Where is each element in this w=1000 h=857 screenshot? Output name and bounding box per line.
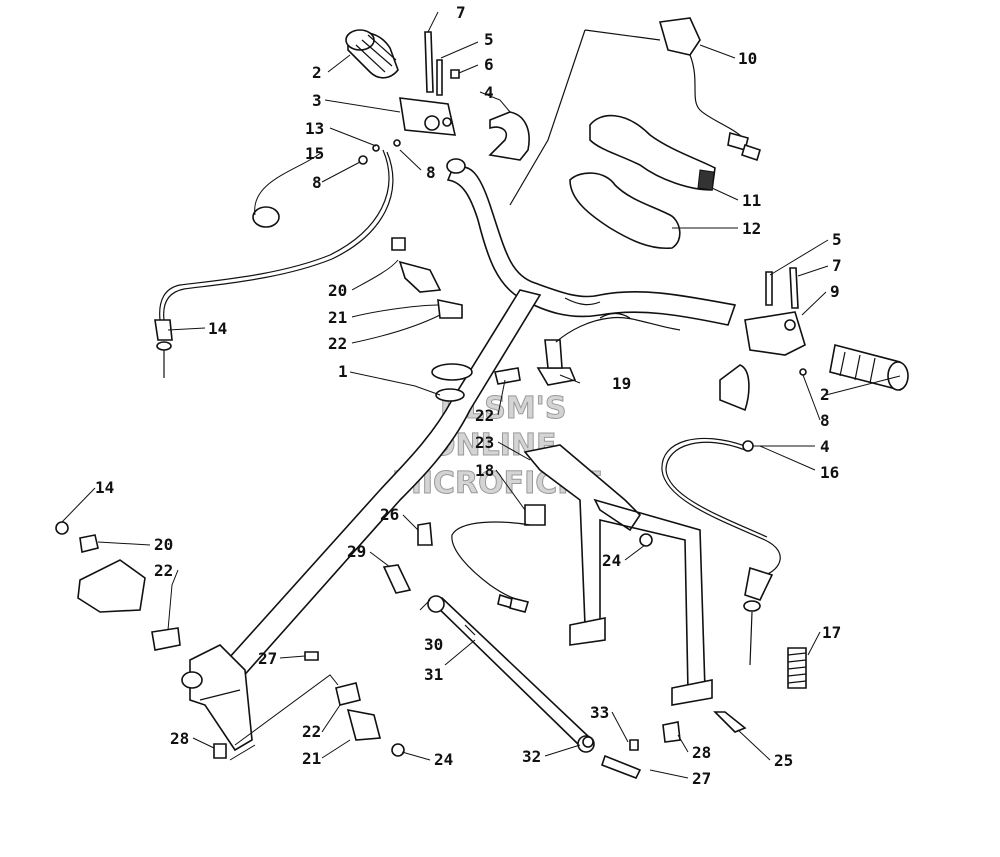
handlebar-pad-upper	[589, 114, 716, 191]
callout-13: 13	[305, 119, 324, 138]
callout-11: 11	[742, 191, 761, 210]
callout-31: 31	[424, 665, 443, 684]
leader-lines	[61, 11, 901, 779]
clamp-lower	[335, 682, 405, 757]
support-bracket	[523, 444, 713, 706]
callout-15: 15	[305, 144, 324, 163]
callout-26: 26	[380, 505, 399, 524]
callout-14: 14	[95, 478, 114, 497]
lever-guard-lower	[719, 364, 750, 412]
callout-20: 20	[328, 281, 347, 300]
callout-28: 28	[170, 729, 189, 748]
callout-30: 30	[424, 635, 443, 654]
tether-switch	[536, 312, 681, 386]
callout-22: 22	[154, 561, 173, 580]
handlebar	[446, 158, 737, 326]
steering-plate	[55, 521, 181, 651]
handlebar-pad-lower	[569, 172, 681, 250]
callout-3: 3	[312, 91, 322, 110]
callout-14: 14	[208, 319, 227, 338]
callout-4: 4	[820, 437, 830, 456]
callout-5: 5	[832, 230, 842, 249]
callout-5: 5	[484, 30, 494, 49]
throttle-housing-left	[399, 97, 457, 136]
callout-21: 21	[328, 308, 347, 327]
callout-labels: 7 5 6 2 3 4 13 15 8 8 10 11 12 20 21 22 …	[95, 3, 842, 788]
tie-rod	[427, 595, 595, 753]
callout-24: 24	[434, 750, 453, 769]
spring	[787, 647, 807, 689]
callout-19: 19	[612, 374, 631, 393]
callout-1: 1	[338, 362, 348, 381]
callout-20: 20	[154, 535, 173, 554]
wire-harness	[451, 504, 546, 613]
throttle-housing-right	[744, 311, 806, 356]
lever-guard-upper	[488, 111, 530, 161]
grip-left	[345, 29, 399, 79]
switch-with-wire	[509, 17, 761, 206]
callout-21: 21	[302, 749, 321, 768]
clamp-upper	[391, 237, 521, 385]
fasteners	[213, 31, 807, 780]
callout-22: 22	[475, 406, 494, 425]
callout-4: 4	[484, 83, 494, 102]
steering-post	[181, 289, 542, 752]
callout-24: 24	[602, 551, 621, 570]
callout-22: 22	[302, 722, 321, 741]
callout-33: 33	[590, 703, 609, 722]
callout-10: 10	[738, 49, 757, 68]
callout-29: 29	[347, 542, 366, 561]
callout-27: 27	[258, 649, 277, 668]
callout-23: 23	[475, 433, 494, 452]
cable-upper	[154, 149, 394, 378]
callout-22: 22	[328, 334, 347, 353]
callout-8: 8	[820, 411, 830, 430]
callout-28: 28	[692, 743, 711, 762]
callout-2: 2	[312, 63, 322, 82]
callout-18: 18	[475, 461, 494, 480]
callout-7: 7	[832, 256, 842, 275]
callout-12: 12	[742, 219, 761, 238]
cable-right	[661, 437, 781, 666]
callout-9: 9	[830, 282, 840, 301]
callout-17: 17	[822, 623, 841, 642]
callout-2: 2	[820, 385, 830, 404]
callout-32: 32	[522, 747, 541, 766]
callout-25: 25	[774, 751, 793, 770]
grip-right	[829, 344, 909, 391]
callout-16: 16	[820, 463, 839, 482]
callout-8: 8	[312, 173, 322, 192]
callout-6: 6	[484, 55, 494, 74]
callout-8: 8	[426, 163, 436, 182]
callout-27: 27	[692, 769, 711, 788]
callout-7: 7	[456, 3, 466, 22]
